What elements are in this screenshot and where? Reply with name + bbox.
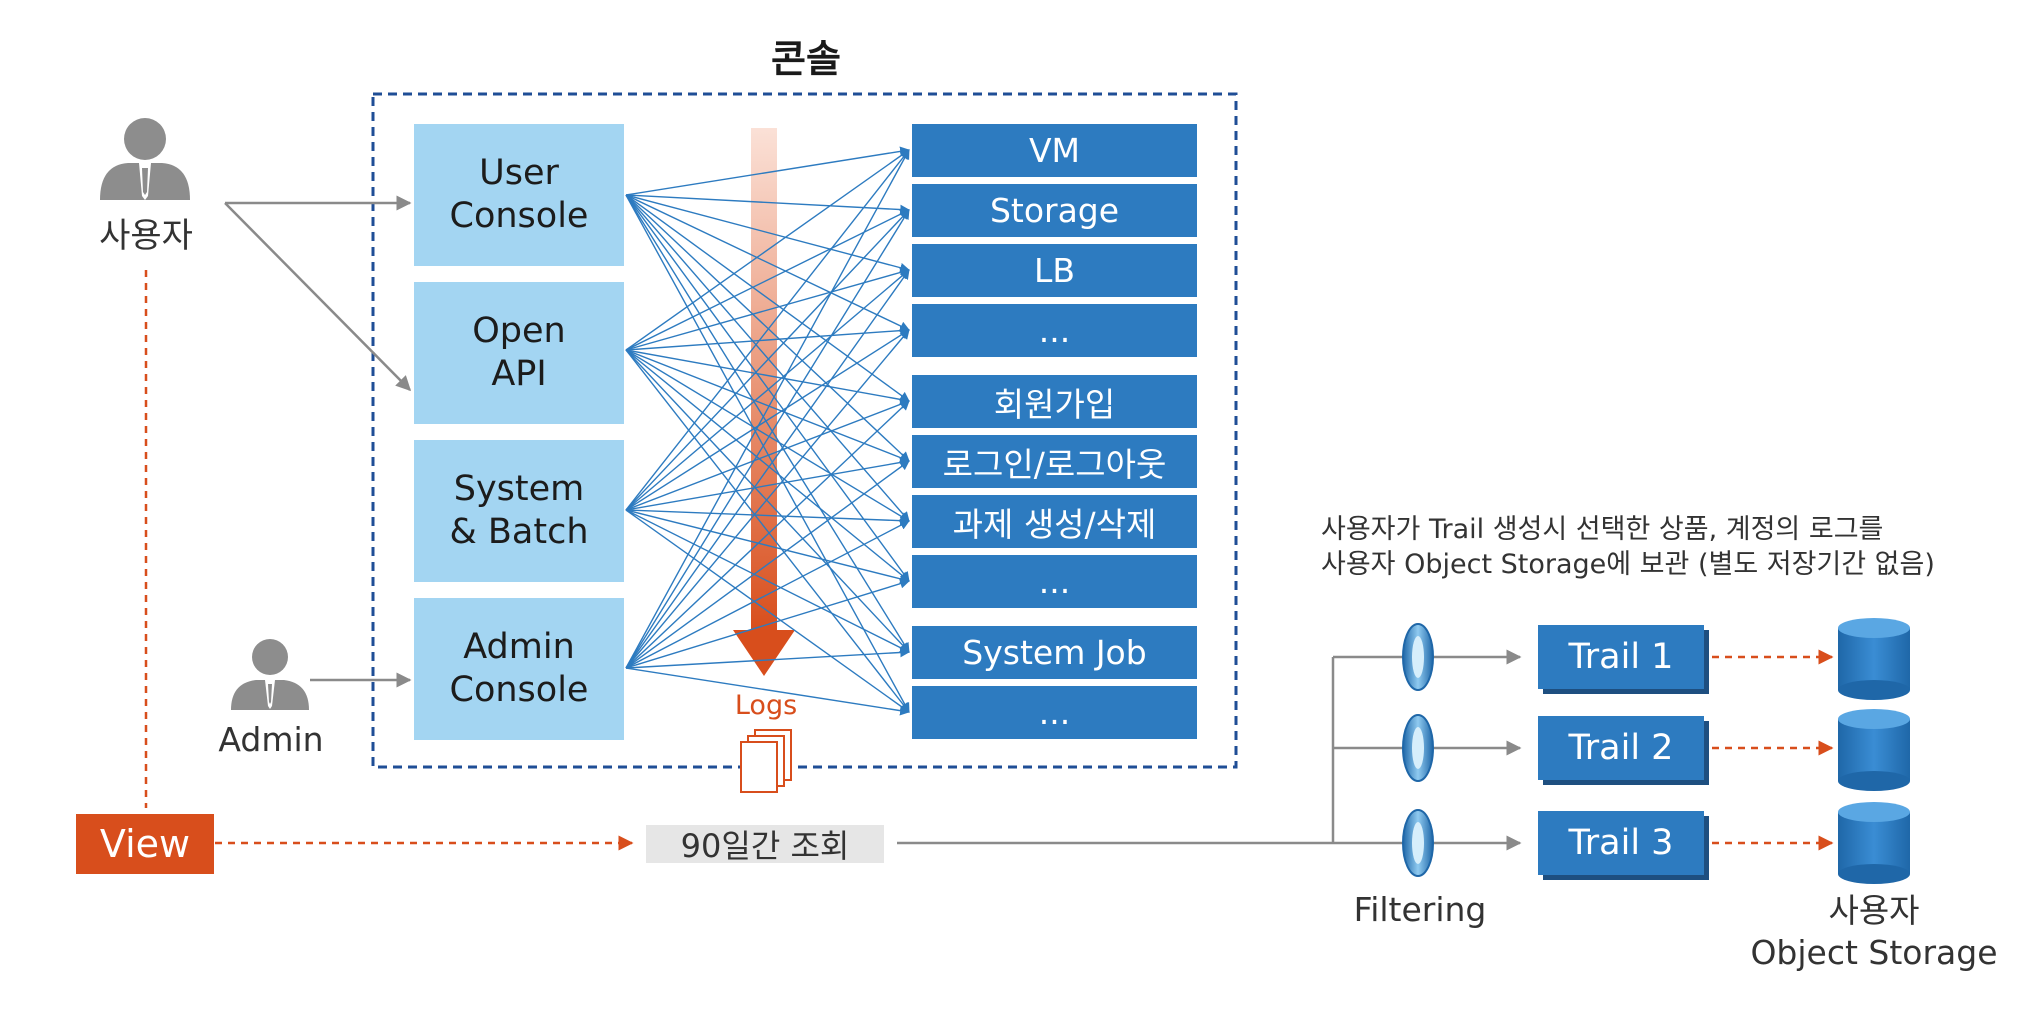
service-more-1: ... <box>912 304 1197 357</box>
connection-line <box>625 325 910 351</box>
connection-line <box>625 329 910 511</box>
service-system-job: System Job <box>912 626 1197 679</box>
trail-note-line2: 사용자 Object Storage에 보관 (별도 저장기간 없음) <box>1321 549 1935 581</box>
filter-lens-icon-1 <box>1402 623 1434 691</box>
trail-3-box: Trail 3 <box>1538 811 1704 875</box>
connection-line <box>625 209 910 511</box>
system-batch-line1: System <box>453 469 585 510</box>
connection-line <box>625 269 910 669</box>
service-more-2: ... <box>912 555 1197 608</box>
connection-line <box>625 520 910 669</box>
connection-line <box>625 149 910 351</box>
storage-cylinder-icon-2 <box>1838 709 1910 791</box>
connection-line <box>625 349 910 653</box>
filter-lens-icon-3 <box>1402 809 1434 877</box>
user-person-icon <box>100 118 190 200</box>
connection-line <box>625 329 910 669</box>
connection-line <box>625 349 910 463</box>
connection-line <box>625 194 910 402</box>
user-console-line2: Console <box>449 196 589 236</box>
storage-label-line2: Object Storage <box>1750 933 1998 973</box>
connection-line <box>625 509 910 526</box>
connection-line <box>625 349 910 522</box>
logs-label: Logs <box>734 690 798 721</box>
trail-1-box: Trail 1 <box>1538 625 1704 689</box>
connection-line <box>625 457 910 511</box>
connection-line <box>625 149 910 511</box>
service-signup: 회원가입 <box>912 375 1197 428</box>
storage-cylinder-icon-1 <box>1838 618 1910 700</box>
connection-line <box>625 194 910 522</box>
connection-line <box>625 267 910 351</box>
actor-arrows <box>224 195 412 688</box>
service-lb: LB <box>912 244 1197 297</box>
client-service-connections <box>625 146 910 716</box>
system-batch-box: System & Batch <box>414 440 624 582</box>
user-actor-label: 사용자 <box>99 216 193 256</box>
connection-line <box>625 209 910 669</box>
connection-line <box>625 149 910 669</box>
trail-2-box: Trail 2 <box>1538 716 1704 780</box>
connection-line <box>625 349 910 582</box>
connection-line <box>625 194 910 713</box>
service-more-3: ... <box>912 686 1197 739</box>
user-object-storage-label: 사용자 Object Storage <box>1750 890 1997 974</box>
query-90-days-box: 90일간 조회 <box>646 825 884 865</box>
connection-line <box>625 399 910 511</box>
service-login-logout: 로그인/로그아웃 <box>912 435 1197 488</box>
user-console-box: User Console <box>414 124 624 266</box>
connection-line <box>625 349 910 405</box>
admin-console-line2: Console <box>449 670 589 710</box>
connection-line <box>625 194 910 215</box>
connection-line <box>625 194 910 653</box>
logs-document-icon <box>740 729 792 793</box>
admin-console-box: Admin Console <box>414 598 624 740</box>
open-api-line2: API <box>491 354 547 394</box>
open-api-box: Open API <box>414 282 624 424</box>
connection-line <box>625 209 910 351</box>
admin-console-line1: Admin <box>463 627 575 668</box>
system-batch-line2: & Batch <box>449 512 589 552</box>
service-vm: VM <box>912 124 1197 177</box>
connection-line <box>625 509 910 584</box>
connection-line <box>625 647 910 669</box>
connection-line <box>625 578 910 669</box>
connection-line <box>625 194 910 462</box>
logs-flow-arrow <box>733 128 795 676</box>
admin-actor-label: Admin <box>218 720 324 759</box>
trail-note: 사용자가 Trail 생성시 선택한 상품, 계정의 로그를 사용자 Objec… <box>1321 512 1935 582</box>
storage-cylinder-icon-3 <box>1838 802 1910 884</box>
connection-line <box>625 667 910 716</box>
service-task: 과제 생성/삭제 <box>912 495 1197 548</box>
connection-line <box>625 194 910 582</box>
storage-label-line1: 사용자 <box>1828 891 1920 930</box>
connection-line <box>625 400 910 669</box>
connection-line <box>625 509 910 713</box>
filtering-label: Filtering <box>1353 890 1487 929</box>
service-storage: Storage <box>912 184 1197 237</box>
trail-storage-arrows <box>1712 649 1834 851</box>
trail-note-line1: 사용자가 Trail 생성시 선택한 상품, 계정의 로그를 <box>1321 514 1884 545</box>
console-frame <box>371 92 1238 769</box>
connection-line <box>625 194 910 331</box>
view-button[interactable]: View <box>76 814 214 874</box>
connection-line <box>625 194 910 273</box>
user-console-line1: User <box>479 153 559 194</box>
admin-person-icon <box>231 639 309 710</box>
connection-line <box>625 146 910 196</box>
filter-lens-icon-2 <box>1402 714 1434 782</box>
connection-line <box>625 349 910 713</box>
connection-line <box>625 460 910 669</box>
connection-line <box>625 509 910 653</box>
console-title: 콘솔 <box>771 37 841 81</box>
open-api-line1: Open <box>472 311 566 352</box>
connection-line <box>625 269 910 511</box>
